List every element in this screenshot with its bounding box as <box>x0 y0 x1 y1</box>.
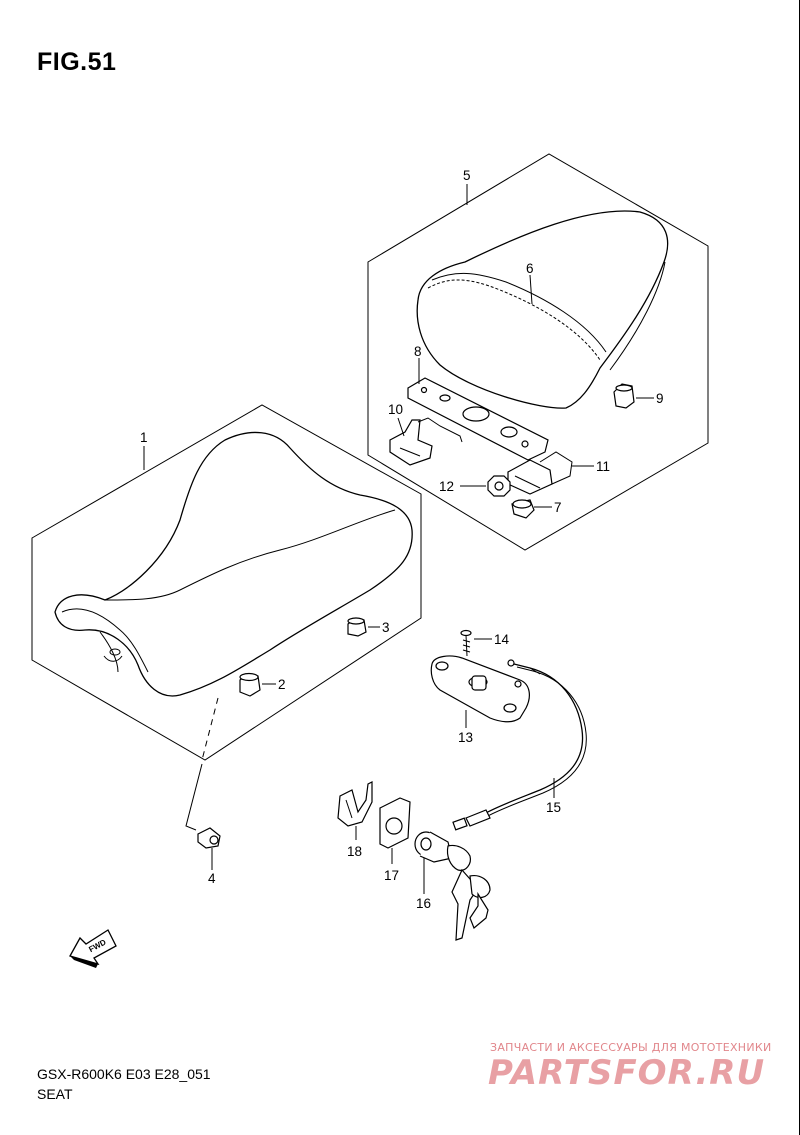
section-name: SEAT <box>37 1086 73 1102</box>
cap-nut[interactable] <box>511 499 535 519</box>
callout-11: 11 <box>596 459 610 474</box>
fwd-direction-icon: FWD <box>69 929 117 968</box>
callout-14: 14 <box>494 632 510 647</box>
callout-5: 5 <box>463 168 471 183</box>
lock-bracket[interactable] <box>379 797 411 849</box>
callout-13: 13 <box>458 730 473 745</box>
leader-lines <box>211 274 654 894</box>
seat-lock-latch[interactable] <box>430 655 530 723</box>
callout-3: 3 <box>382 620 390 635</box>
callout-17: 17 <box>384 868 399 883</box>
seat-lock-cable[interactable] <box>452 659 587 831</box>
callout-labels: 1 2 3 4 5 6 7 8 9 10 11 12 13 14 15 16 1… <box>140 168 664 911</box>
watermark-logo: PARTSFOR.RU <box>488 1053 766 1093</box>
callout-10: 10 <box>388 402 403 417</box>
seat-bracket-plate[interactable] <box>407 377 549 461</box>
callout-7: 7 <box>554 500 562 515</box>
callout-18: 18 <box>347 844 362 859</box>
bolt-leader-line <box>185 697 219 831</box>
model-code: GSX-R600K6 E03 E28_051 <box>37 1066 211 1082</box>
callout-12: 12 <box>439 479 454 494</box>
front-seat-group-box <box>31 404 422 761</box>
seat-hook-bracket[interactable] <box>389 417 463 466</box>
callout-6: 6 <box>526 261 534 276</box>
rear-cushion-damper[interactable] <box>613 383 635 409</box>
front-cushion-damper[interactable] <box>347 617 367 637</box>
seat-lock-cylinder[interactable] <box>414 831 491 941</box>
seat-cushion-damper[interactable] <box>239 672 261 697</box>
callout-2: 2 <box>278 677 286 692</box>
callout-15: 15 <box>546 800 561 815</box>
front-seat[interactable] <box>54 431 413 697</box>
callout-1: 1 <box>140 430 148 445</box>
cable-clip[interactable] <box>337 781 373 827</box>
callout-16: 16 <box>416 896 431 911</box>
screw[interactable] <box>460 629 472 657</box>
callout-8: 8 <box>414 344 422 359</box>
rear-seat-group-box <box>367 153 709 551</box>
rear-seat-cushion[interactable] <box>416 210 669 409</box>
flange-nut[interactable] <box>487 475 511 497</box>
watermark-tagline: ЗАПЧАСТИ И АКСЕССУАРЫ ДЛЯ МОТОТЕХНИКИ <box>490 1041 772 1054</box>
callout-9: 9 <box>656 391 664 406</box>
seat-bolt[interactable] <box>197 827 221 849</box>
callout-4: 4 <box>208 871 216 886</box>
figure-title: FIG.51 <box>37 48 117 76</box>
rear-hook-bracket[interactable] <box>507 451 573 495</box>
